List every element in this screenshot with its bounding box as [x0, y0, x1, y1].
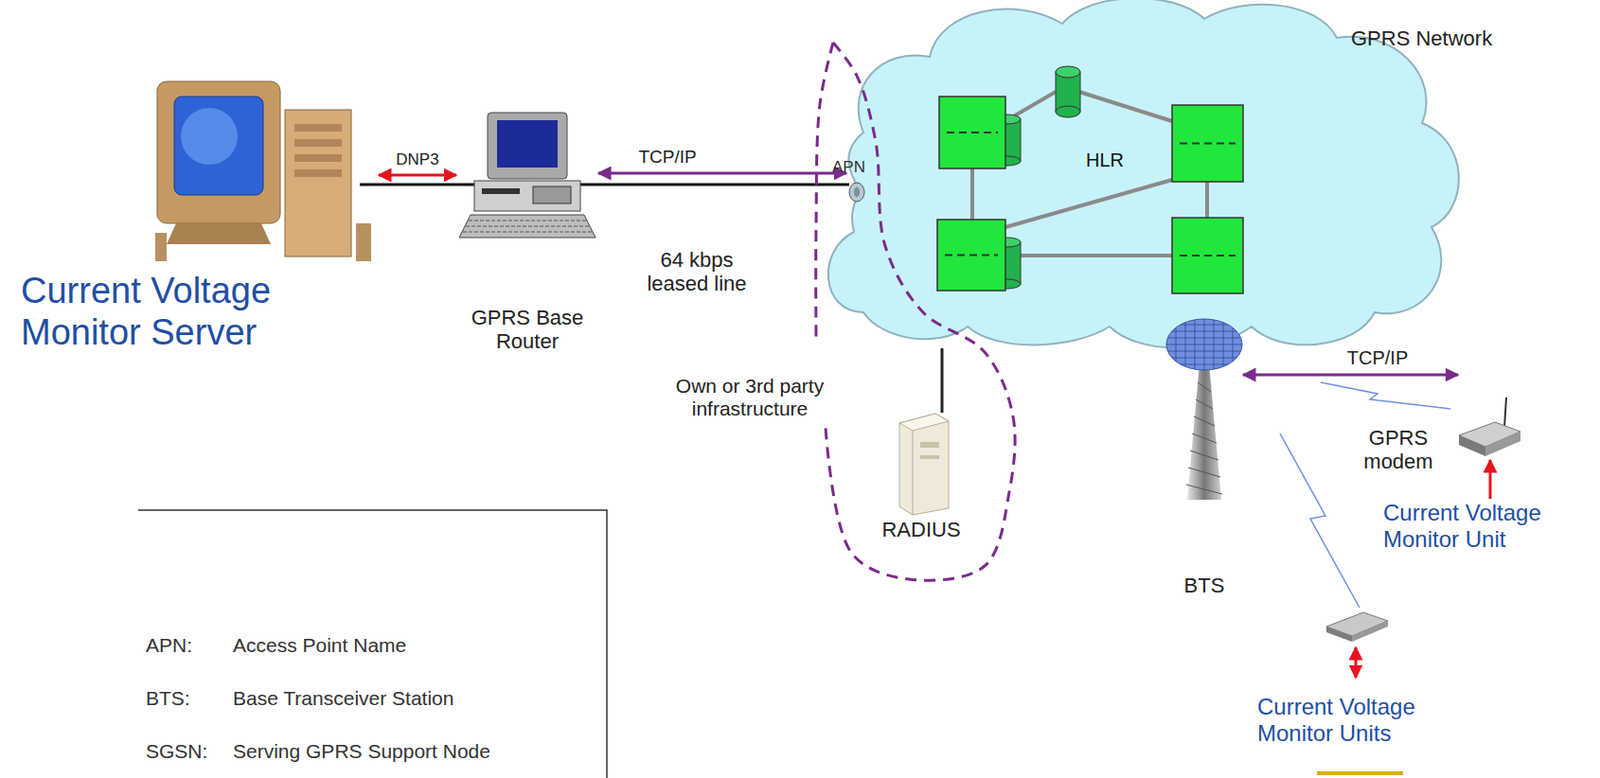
connector-label: TCP/IP	[1345, 347, 1410, 369]
radius-server: RADIUS	[888, 413, 955, 516]
gprs-modem-icon	[1326, 612, 1388, 642]
node-label: GPRS Network	[1351, 26, 1493, 51]
legend-border	[138, 510, 607, 778]
node-label: APN	[832, 158, 866, 178]
router-icon	[457, 112, 598, 240]
connector-label: TCP/IP	[636, 147, 698, 168]
signal-arrow	[1354, 647, 1358, 678]
bts-icon	[1166, 316, 1243, 500]
hlr-database: HLR	[1055, 66, 1081, 118]
annotation: Own or 3rd party infrastructure	[655, 374, 845, 421]
legend-entry: Serving GPRS Support Node	[232, 740, 491, 764]
node-label: GPRS modem	[1349, 426, 1448, 475]
connector-arrow	[598, 172, 847, 176]
node-label: BTS	[1147, 573, 1262, 598]
node-label: HLR	[1085, 149, 1124, 172]
monitor-units: Current Voltage Monitor Units	[1257, 693, 1468, 749]
underline-bar	[1316, 771, 1404, 776]
annotation: 64 kbps leased line	[630, 248, 764, 297]
connector-arrow	[941, 348, 944, 413]
radio-link	[1280, 433, 1360, 608]
legend-entry: SGSN:	[145, 740, 208, 764]
node-label: RADIUS	[869, 517, 974, 542]
legend-entry: Base Transceiver Station	[232, 687, 454, 711]
cyl-icon	[1055, 66, 1081, 118]
gprs-modem: GPRS modem	[1458, 397, 1521, 460]
server-icon	[147, 81, 378, 266]
node-label: GPRS Base Router	[465, 305, 589, 355]
modem-icon	[1458, 397, 1521, 460]
node-label: Current Voltage Monitor Units	[1257, 693, 1468, 747]
connector-arrow	[1243, 373, 1458, 377]
infrastructure-boundary	[816, 42, 834, 338]
legend-entry: APN:	[145, 634, 193, 658]
connector-arrow	[378, 174, 457, 178]
server-computer: Current Voltage Monitor Server	[147, 81, 378, 266]
connector-arrow	[1489, 460, 1493, 499]
node-label: Current Voltage Monitor Server	[20, 270, 362, 354]
cloud-icon	[806, 0, 1470, 348]
router-computer: GPRS Base Router	[457, 112, 598, 240]
bts-tower: BTS	[1166, 316, 1243, 500]
leased-line	[359, 183, 850, 187]
radio-link	[1320, 382, 1451, 409]
apn-point: APN	[847, 182, 867, 202]
radius-icon	[888, 413, 955, 516]
infrastructure-boundary	[825, 42, 1015, 581]
monitor-unit: Current Voltage Monitor Unit	[1383, 499, 1587, 555]
connector-label: DNP3	[393, 151, 441, 170]
node-label: Current Voltage Monitor Unit	[1383, 499, 1587, 552]
legend-entry: BTS:	[145, 687, 191, 711]
apn-icon	[847, 182, 867, 202]
legend-entry: Access Point Name	[232, 634, 407, 658]
network-cloud: GPRS NetworkHLRAPN	[806, 0, 1470, 348]
